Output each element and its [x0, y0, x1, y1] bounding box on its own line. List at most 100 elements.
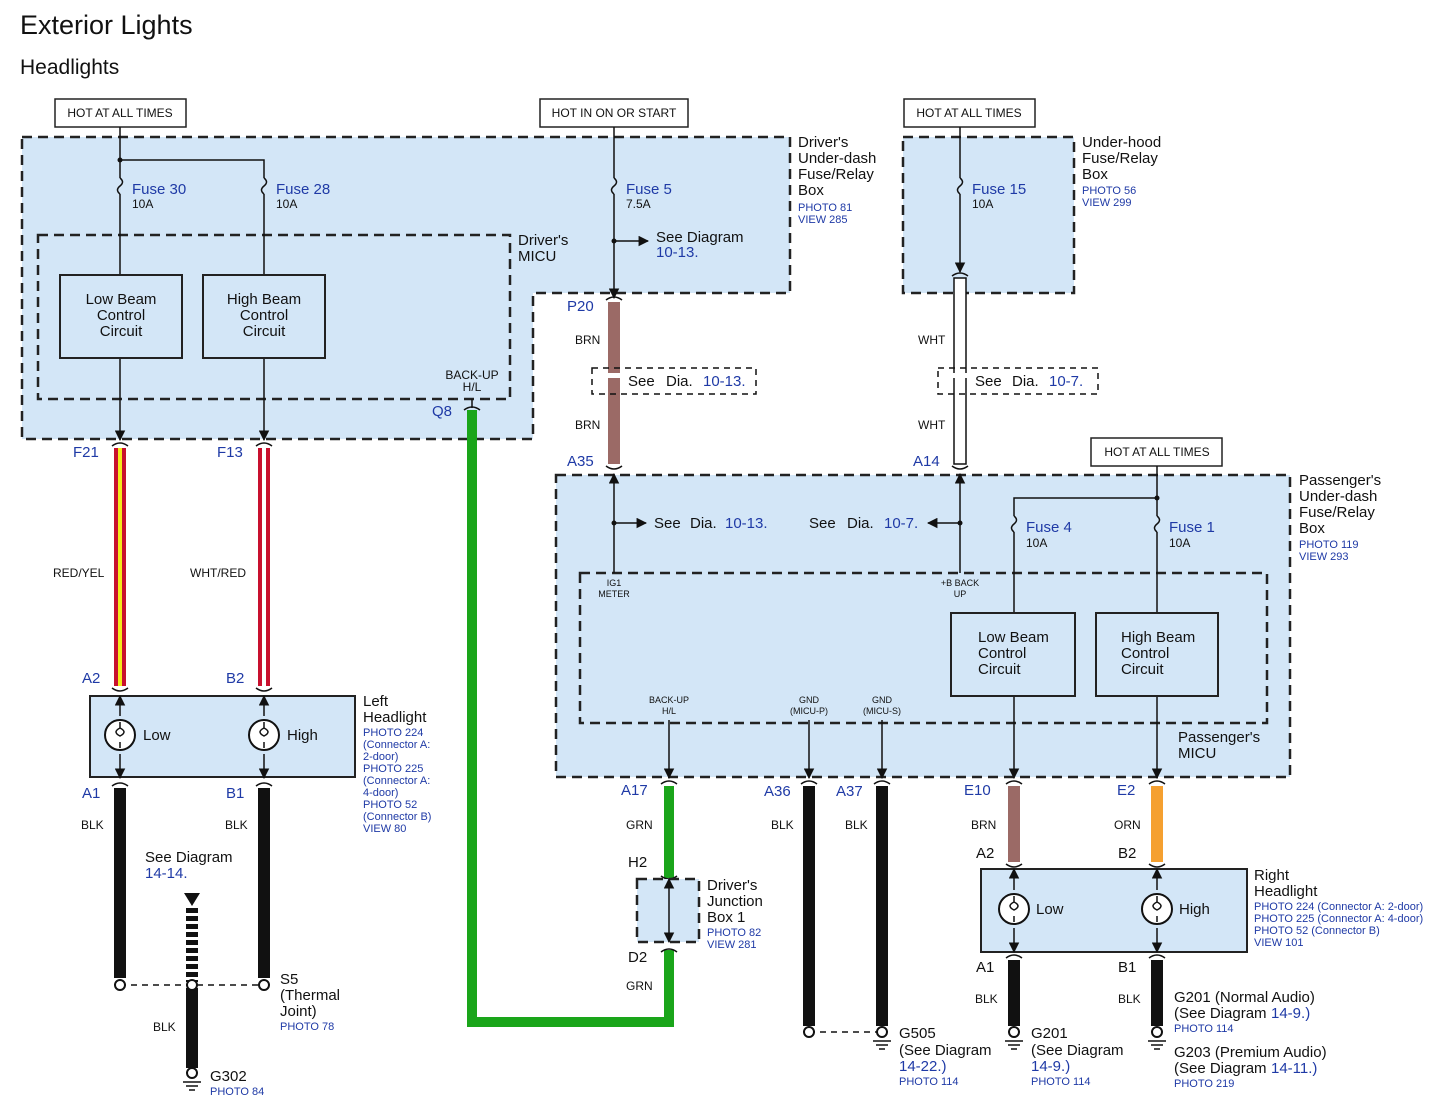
drivers-micu-name-2: MICU [518, 248, 556, 265]
see-diagram-ref: 10-13. [656, 244, 699, 261]
pin-a14: A14 [913, 453, 940, 470]
bb-label-1: +B BACK [941, 578, 979, 588]
pin-f13: F13 [217, 444, 243, 461]
drivers-box-view: VIEW 285 [798, 214, 848, 226]
svg-text:Circuit: Circuit [243, 323, 286, 340]
g203-label-1: G203 (Premium Audio) [1174, 1044, 1327, 1061]
pin-e10: E10 [964, 782, 991, 799]
g302-photo: PHOTO 84 [210, 1086, 264, 1098]
fuse1-label: Fuse 1 [1169, 519, 1215, 536]
bb-label-2: UP [954, 589, 967, 599]
wire-label-orn-e2: ORN [1114, 818, 1141, 832]
ground-arrow [184, 893, 200, 906]
svg-text:Low Beam: Low Beam [978, 629, 1049, 646]
pin-left-a2: A2 [82, 670, 100, 687]
left-hl-photo-3: 2-door) [363, 751, 398, 763]
s5-label-2: (Thermal [280, 987, 340, 1004]
fuse5-label: Fuse 5 [626, 181, 672, 198]
pin-a35: A35 [567, 453, 594, 470]
gnd-s-label-2: (MICU-S) [863, 706, 901, 716]
svg-text:Control: Control [1121, 645, 1169, 662]
pin-right-b2: B2 [1118, 845, 1136, 862]
passenger-micu-name-1: Passenger's [1178, 729, 1260, 746]
drivers-backup-label-2: H/L [463, 380, 482, 394]
ground-icon [1005, 1026, 1023, 1050]
fuse30-amp: 10A [132, 197, 153, 211]
g505-photo: PHOTO 114 [899, 1076, 959, 1088]
bulb-icon [998, 893, 1030, 925]
wire-label-blk-a1: BLK [81, 818, 104, 832]
left-high-label: High [287, 727, 318, 744]
svg-text:Control: Control [240, 307, 288, 324]
svg-text:Control: Control [97, 307, 145, 324]
pin-f21: F21 [73, 444, 99, 461]
wire-label-blk-b1: BLK [225, 818, 248, 832]
passenger-box-view: VIEW 293 [1299, 551, 1349, 563]
junction-name-3: Box 1 [707, 909, 745, 926]
pass-backup-label-1: BACK-UP [649, 695, 689, 705]
left-headlight-name-2: Headlight [363, 709, 427, 726]
right-hl-photo-1: PHOTO 224 (Connector A: 2-door) [1254, 901, 1423, 913]
wire-label-blk-a36: BLK [771, 818, 794, 832]
passenger-box-wiring [608, 466, 1163, 780]
passenger-box-name-1: Passenger's [1299, 472, 1381, 489]
underhood-view: VIEW 299 [1082, 197, 1132, 209]
g201b-label-1: G201 (Normal Audio) [1174, 989, 1315, 1006]
left-hl-photo-2: (Connector A: [363, 739, 430, 751]
underhood-photo: PHOTO 56 [1082, 185, 1136, 197]
see-diagram-label: See Diagram [656, 229, 744, 246]
see-dia-1013-num: 10-13. [703, 373, 746, 390]
underhood-wiring [954, 127, 966, 274]
wire-blk-right-a1 [1008, 960, 1020, 1026]
wire-brn-p20 [600, 302, 628, 464]
g201a-label-1: G201 [1031, 1025, 1068, 1042]
left-hl-photo-7: PHOTO 52 [363, 799, 417, 811]
wire-label-grn-2: GRN [626, 979, 653, 993]
pin-h2: H2 [628, 854, 647, 871]
drivers-backup-label-1: BACK-UP [445, 368, 498, 382]
wire-label-wht-red: WHT/RED [190, 566, 246, 580]
g201b-label-3: 14-9.) [1271, 1005, 1310, 1022]
drivers-box-name-1: Driver's [798, 134, 848, 151]
pin-right-a2: A2 [976, 845, 994, 862]
s5-label-1: S5 [280, 971, 298, 988]
pin-right-a1: A1 [976, 959, 994, 976]
s5-photo: PHOTO 78 [280, 1021, 334, 1033]
wire-label-blk-right-b1: BLK [1118, 992, 1141, 1006]
fuse15-amp: 10A [972, 197, 993, 211]
wire-label-grn-1: GRN [626, 818, 653, 832]
left-low-label: Low [143, 727, 171, 744]
drivers-micu-name-1: Driver's [518, 232, 568, 249]
see-dia-box-107 [937, 367, 1099, 395]
underhood-name-1: Under-hood [1082, 134, 1161, 151]
wire-wht-a14 [948, 277, 972, 465]
fuse28-amp: 10A [276, 197, 297, 211]
junction-name-2: Junction [707, 893, 763, 910]
svg-text:HOT AT ALL TIMES: HOT AT ALL TIMES [916, 106, 1021, 120]
wire-label-red-yel: RED/YEL [53, 566, 105, 580]
right-low-label: Low [1036, 901, 1064, 918]
see-dia-107-dia: Dia. [1012, 373, 1039, 390]
pin-left-a1: A1 [82, 785, 100, 802]
see-dia-107-num: 10-7. [1049, 373, 1083, 390]
svg-text:Low Beam: Low Beam [86, 291, 157, 308]
pin-a36: A36 [764, 783, 791, 800]
passenger-box-name-2: Under-dash [1299, 488, 1377, 505]
wire-orn-e2 [1151, 786, 1163, 862]
junction-view: VIEW 281 [707, 939, 757, 951]
left-hl-photo-4: PHOTO 225 [363, 763, 423, 775]
ig1-label-2: METER [598, 589, 630, 599]
ig1-label-1: IG1 [607, 578, 622, 588]
see-diagram-14-14-label: See Diagram [145, 849, 233, 866]
svg-text:High Beam: High Beam [1121, 629, 1195, 646]
splice-s5 [114, 979, 270, 991]
pass-see-1013-num: 10-13. [725, 515, 768, 532]
fuse15-label: Fuse 15 [972, 181, 1026, 198]
pin-p20: P20 [567, 298, 594, 315]
fuse28-label: Fuse 28 [276, 181, 330, 198]
pin-right-b1: B1 [1118, 959, 1136, 976]
left-headlight-internals [114, 694, 270, 780]
g201a-photo: PHOTO 114 [1031, 1076, 1091, 1088]
pass-see-107-dia: Dia. [847, 515, 874, 532]
